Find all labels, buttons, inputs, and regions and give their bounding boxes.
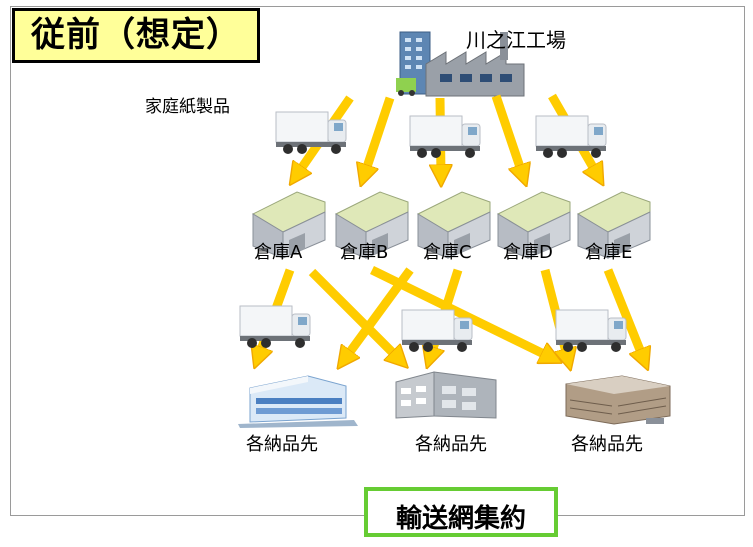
customer-label-1: 各納品先 [246, 434, 318, 455]
arrow [491, 94, 523, 176]
warehouse-label-d: 倉庫D [503, 242, 553, 263]
building-icon [238, 375, 358, 428]
warehouse-label-a: 倉庫A [254, 242, 303, 263]
page-title: 従前（想定） [12, 8, 260, 63]
truck-icon [535, 115, 607, 159]
arrow [308, 268, 400, 360]
arrow [603, 268, 644, 360]
distribution-diagram [238, 31, 671, 428]
arrow [364, 96, 395, 176]
warehouse-label-e: 倉庫E [585, 242, 633, 263]
customer-label-2: 各納品先 [415, 434, 487, 455]
building-icon [565, 375, 671, 425]
product-label: 家庭紙製品 [145, 97, 230, 117]
building-icon [395, 371, 497, 419]
customer-label-3: 各納品先 [571, 434, 643, 455]
diagram-frame [10, 6, 745, 516]
warehouse-label-c: 倉庫C [423, 242, 472, 263]
warehouse-label-b: 倉庫B [340, 242, 389, 263]
factory-label: 川之江工場 [466, 28, 566, 52]
truck-icon [239, 305, 311, 349]
truck-icon [555, 309, 627, 353]
arrow [370, 265, 552, 358]
factory-icon [396, 31, 525, 97]
consolidation-banner: 輸送網集約 [364, 487, 558, 537]
